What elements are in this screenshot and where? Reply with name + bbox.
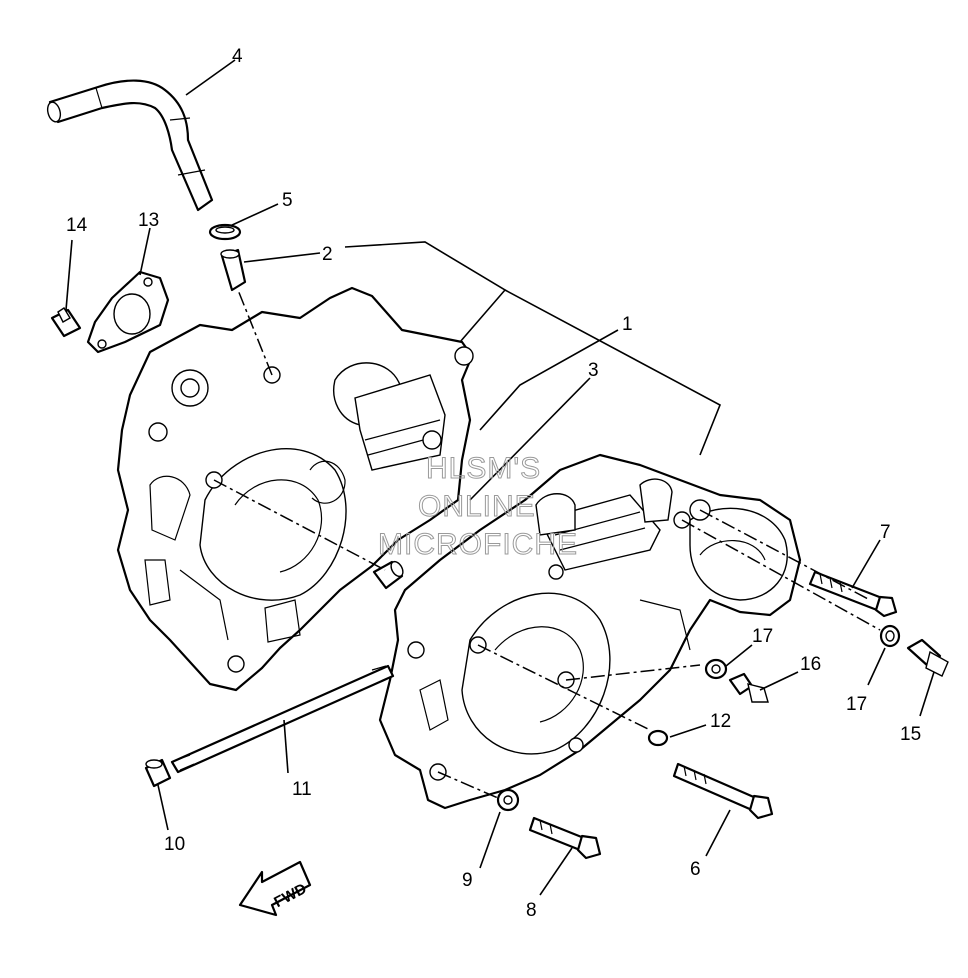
callout-2: 2 [322, 244, 333, 265]
long-stud [170, 664, 395, 774]
callout-12: 12 [710, 711, 731, 732]
callout-9: 9 [462, 870, 473, 891]
callout-14: 14 [66, 215, 88, 236]
watermark-line-2: ONLINE [418, 490, 536, 523]
assembly-lines [213, 289, 881, 799]
washer-middle [704, 658, 728, 680]
callout-7: 7 [880, 522, 891, 543]
watermark-line-1: HLSM'S [426, 452, 541, 485]
watermark: HLSM'S ONLINE MICROFICHE [378, 452, 578, 562]
leader-lines [65, 59, 935, 896]
flange-bolt-middle [728, 672, 769, 703]
crankcase-left-half [116, 286, 474, 692]
washer-lower [496, 788, 520, 812]
callout-11: 11 [292, 779, 312, 800]
breather-fitting [220, 248, 247, 292]
bolt-lower-right [672, 762, 774, 820]
callout-6: 6 [690, 859, 701, 880]
bolt-small-left [50, 307, 82, 338]
crankcase-right-half [378, 453, 802, 810]
long-bolt-right [808, 570, 898, 618]
watermark-line-3: MICROFICHE [378, 528, 578, 561]
collar [144, 758, 172, 788]
o-ring [647, 729, 669, 747]
gasket [86, 270, 170, 354]
callout-16: 16 [800, 654, 821, 675]
washer-right [879, 624, 901, 648]
hose-clamp [208, 223, 242, 241]
callout-5: 5 [282, 190, 293, 211]
forward-direction-arrow: FWD [238, 860, 312, 917]
callout-8: 8 [526, 900, 537, 921]
callout-labels: 1 2 3 4 5 6 7 8 9 10 11 12 13 14 15 16 1… [66, 46, 921, 921]
callout-17-middle: 17 [752, 626, 773, 647]
callout-13: 13 [138, 210, 159, 231]
callout-15: 15 [900, 724, 921, 745]
breather-hose [46, 79, 214, 212]
callout-17-right: 17 [846, 694, 867, 715]
callout-4: 4 [232, 46, 243, 67]
bolt-lower-middle [528, 816, 602, 860]
dowel-pin [372, 560, 404, 590]
callout-10: 10 [164, 834, 185, 855]
callout-1: 1 [622, 314, 633, 335]
callout-3: 3 [588, 360, 599, 381]
flange-bolt-far-right [906, 638, 949, 677]
